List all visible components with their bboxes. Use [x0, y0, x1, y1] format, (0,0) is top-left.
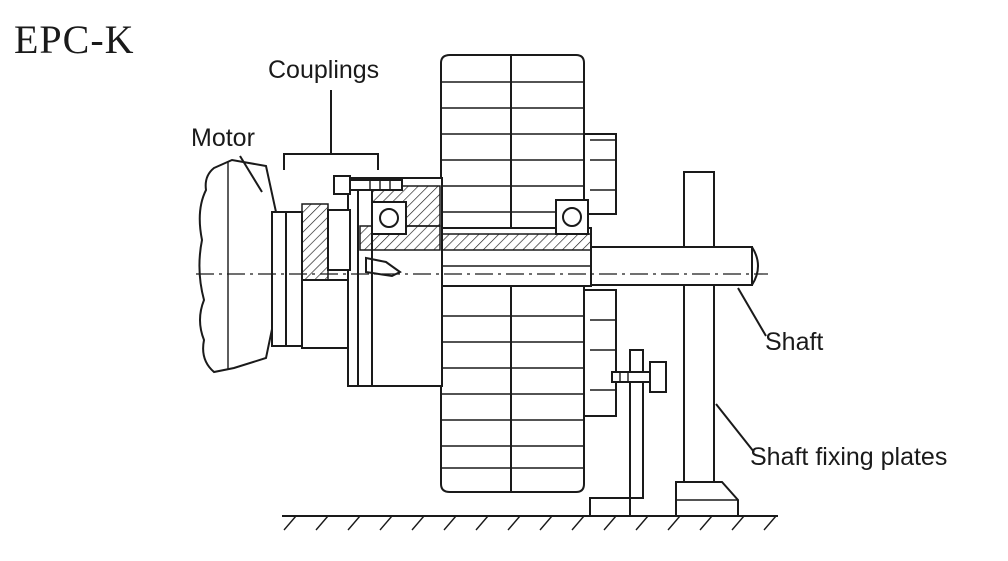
motor-leader	[239, 155, 263, 193]
shaft-fixing-plates-label: Shaft fixing plates	[750, 443, 948, 471]
coupling-assembly	[333, 175, 443, 387]
couplings-bracket	[283, 90, 379, 170]
couplings-label: Couplings	[268, 56, 380, 84]
motor-label: Motor	[191, 124, 255, 152]
shaft-label: Shaft	[765, 328, 824, 356]
shaft-fixing-plate	[675, 171, 739, 517]
ground	[282, 515, 778, 531]
motor-flange	[285, 203, 351, 349]
plates-leader	[715, 403, 755, 453]
motor	[198, 158, 287, 374]
page-title: EPC-K	[14, 17, 135, 62]
mounting-bolt	[611, 361, 667, 393]
bracket-plate	[589, 349, 644, 517]
shaft-leader	[737, 287, 767, 337]
